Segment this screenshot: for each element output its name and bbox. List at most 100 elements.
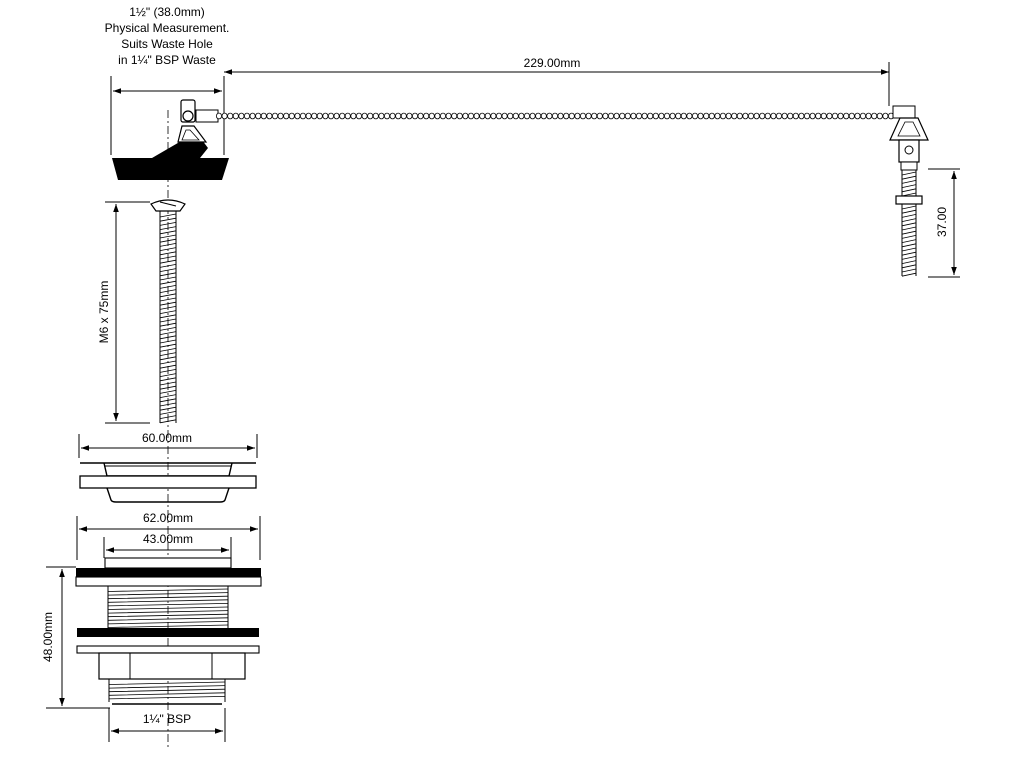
chain-ball xyxy=(669,112,676,120)
chain-ball xyxy=(479,112,486,120)
chain-ball xyxy=(260,112,267,120)
chain-ball xyxy=(294,112,301,120)
body-height-label: 48.00mm xyxy=(41,612,55,662)
plug-dia-line2: Physical Measurement. xyxy=(105,21,230,35)
chain-ball xyxy=(355,112,362,120)
chain-ball xyxy=(764,112,771,120)
chain-ball xyxy=(378,112,385,120)
chain-ball xyxy=(383,112,390,120)
chain-ball xyxy=(255,112,262,120)
bolt-label: M6 x 75mm xyxy=(97,281,111,344)
chain-ball xyxy=(692,112,699,120)
thread-dia-label: 43.00mm xyxy=(143,532,193,546)
body-dia-label: 62.00mm xyxy=(143,511,193,525)
chain-ball xyxy=(843,112,850,120)
plug-diameter-annotation: 1½" (38.0mm) Physical Measurement. Suits… xyxy=(105,5,230,155)
chain-ball xyxy=(832,112,839,120)
plug-dia-line4: in 1¼" BSP Waste xyxy=(118,53,216,67)
chain-ball xyxy=(395,112,402,120)
chain-ball xyxy=(624,112,631,120)
chain-ball xyxy=(787,112,794,120)
chain-ball xyxy=(652,112,659,120)
body-dimensions: 62.00mm 43.00mm xyxy=(76,511,261,560)
stay-lower-thread xyxy=(901,205,917,277)
chain-ball xyxy=(731,112,738,120)
chain-ball xyxy=(725,112,732,120)
chain-ball xyxy=(647,112,654,120)
flange-dia-label: 60.00mm xyxy=(142,431,192,445)
chain-ball xyxy=(495,112,502,120)
chain-ball xyxy=(232,112,239,120)
chain-ball xyxy=(759,112,766,120)
chain-ball xyxy=(641,112,648,120)
chain-ball xyxy=(411,112,418,120)
chain-ball xyxy=(865,112,872,120)
chain-ball xyxy=(316,112,323,120)
chain-ball xyxy=(776,112,783,120)
chain-ball xyxy=(372,112,379,120)
chain-ball xyxy=(215,112,222,120)
chain-ball xyxy=(311,112,318,120)
chain-ball xyxy=(227,112,234,120)
chain-ball xyxy=(423,112,430,120)
chain-ball xyxy=(333,112,340,120)
chain-ball xyxy=(882,112,889,120)
chain-ball xyxy=(361,112,368,120)
chain-ball xyxy=(613,112,620,120)
chain-ball xyxy=(299,112,306,120)
chain-ball xyxy=(221,112,228,120)
chain-ball xyxy=(658,112,665,120)
chain-ball xyxy=(344,112,351,120)
plug-dia-line3: Suits Waste Hole xyxy=(121,37,213,51)
chain-ball xyxy=(417,112,424,120)
chain-ball xyxy=(535,112,542,120)
chain-ball xyxy=(451,112,458,120)
chain-ball xyxy=(798,112,805,120)
chain-ball xyxy=(277,112,284,120)
plug xyxy=(112,99,229,180)
chain-ball xyxy=(809,112,816,120)
chain-ball xyxy=(473,112,480,120)
chain-ball xyxy=(540,112,547,120)
chain-ball xyxy=(636,112,643,120)
chain-ball xyxy=(552,112,559,120)
chain-ball xyxy=(591,112,598,120)
chain-ball xyxy=(350,112,357,120)
chain-ball xyxy=(770,112,777,120)
chain-ball xyxy=(781,112,788,120)
chain-ball xyxy=(848,112,855,120)
chain-ball xyxy=(697,112,704,120)
chain-ball xyxy=(742,112,749,120)
chain-ball xyxy=(602,112,609,120)
chain-ball xyxy=(490,112,497,120)
chain-ball xyxy=(815,112,822,120)
chain-ball xyxy=(339,112,346,120)
chain-stay: 37.00 xyxy=(889,105,960,278)
chain-ball xyxy=(243,112,250,120)
ball-chain xyxy=(215,112,895,120)
chain-ball xyxy=(686,112,693,120)
chain-ball xyxy=(820,112,827,120)
chain-ball xyxy=(546,112,553,120)
chain-ball xyxy=(568,112,575,120)
chain-ball xyxy=(826,112,833,120)
chain-ball xyxy=(467,112,474,120)
chain-ball xyxy=(305,112,312,120)
chain-ball xyxy=(434,112,441,120)
chain-ball xyxy=(619,112,626,120)
chain-ball xyxy=(585,112,592,120)
chain-ball xyxy=(322,112,329,120)
chain-ball xyxy=(871,112,878,120)
chain-ball xyxy=(389,112,396,120)
chain-ball xyxy=(557,112,564,120)
chain-ball xyxy=(748,112,755,120)
chain-ball xyxy=(367,112,374,120)
chain-ball xyxy=(283,112,290,120)
chain-ball xyxy=(837,112,844,120)
chain-ball xyxy=(804,112,811,120)
chain-ball xyxy=(428,112,435,120)
chain-ball xyxy=(445,112,452,120)
chain-ball xyxy=(664,112,671,120)
chain-ball xyxy=(529,112,536,120)
